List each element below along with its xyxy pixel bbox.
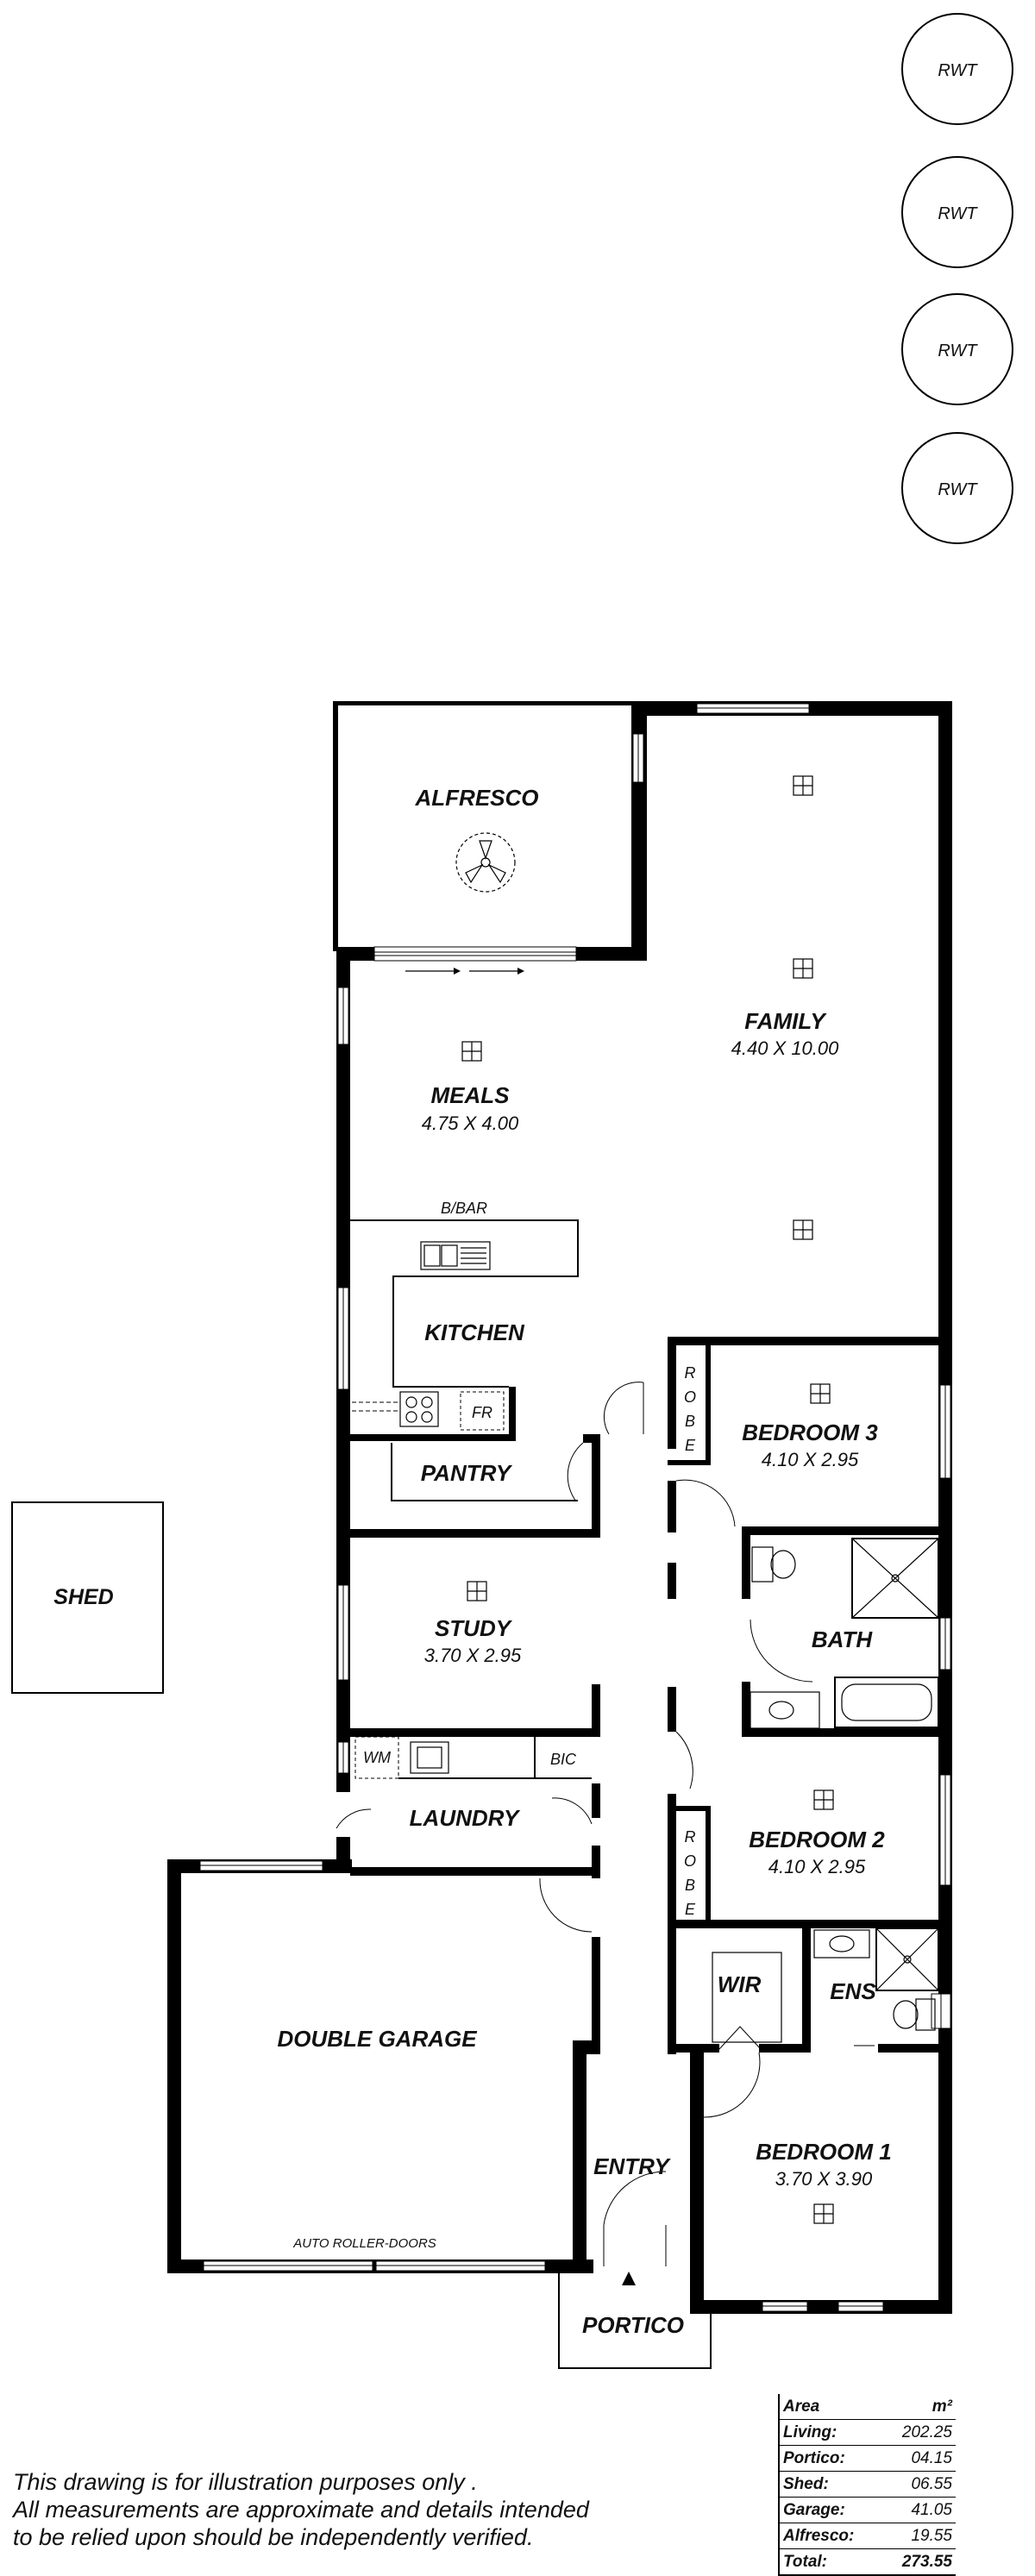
robe-letter: E (685, 1437, 696, 1454)
bedroom3-label: BEDROOM 3 (742, 1420, 878, 1445)
area-row-label: Living: (778, 2419, 881, 2446)
bath-fixtures (750, 1538, 939, 1729)
area-row: Living: 202.25 (778, 2419, 956, 2446)
disclaimer: This drawing is for illustration purpose… (13, 2468, 617, 2551)
rwt-label-2: RWT (938, 204, 978, 223)
family-label: FAMILY (744, 1008, 827, 1034)
meals-label: MEALS (431, 1082, 511, 1108)
pantry-label: PANTRY (421, 1460, 513, 1486)
robe-letter: O (684, 1388, 696, 1406)
disclaimer-line-1: This drawing is for illustration purpose… (13, 2469, 478, 2495)
windows (199, 703, 951, 2312)
kitchen-bench: B/BAR FR (350, 1200, 579, 1431)
area-table: Area m² Living: 202.25 Portico: 04.15 Sh… (778, 2394, 956, 2576)
area-table-header: Area m² (778, 2394, 956, 2420)
rainwater-tank-1: RWT (901, 13, 1013, 125)
pantry-shelf (391, 1443, 578, 1501)
bedroom3-dim: 4.10 X 2.95 (762, 1449, 859, 1470)
door-swings (336, 1382, 875, 2266)
kitchen-label: KITCHEN (424, 1319, 525, 1345)
ceiling-fan-icon (455, 832, 516, 893)
robe-letter: B (685, 1413, 695, 1430)
disclaimer-line-2: All measurements are approximate and det… (13, 2497, 589, 2523)
ensuite-fixtures (712, 1927, 939, 2043)
area-total-row: Total: 273.55 (778, 2548, 956, 2576)
garage-label: DOUBLE GARAGE (277, 2026, 477, 2052)
area-row: Alfresco: 19.55 (778, 2523, 956, 2549)
area-header-label: Area (778, 2394, 881, 2420)
robe-labels-bed3: R O B E (684, 1364, 696, 1454)
robe-letter: O (684, 1852, 696, 1870)
family-dim: 4.40 X 10.00 (731, 1037, 840, 1059)
internal-walls (350, 1337, 952, 2122)
room-labels: ALFRESCO FAMILY 4.40 X 10.00 MEALS 4.75 … (277, 785, 891, 2338)
area-row-value: 202.25 (881, 2419, 956, 2446)
rwt-label-4: RWT (938, 480, 978, 499)
robe-letter: R (685, 1364, 696, 1382)
wir-label: WIR (718, 1971, 762, 1997)
rwt-label-1: RWT (938, 61, 978, 80)
outer-walls (167, 701, 952, 2314)
bedroom2-label: BEDROOM 2 (749, 1827, 885, 1852)
disclaimer-line-3: to be relied upon should be independentl… (13, 2524, 534, 2550)
robe-letter: B (685, 1877, 695, 1894)
rwt-label-3: RWT (938, 342, 978, 360)
roller-doors-label: AUTO ROLLER-DOORS (292, 2236, 436, 2251)
area-row: Portico: 04.15 (778, 2445, 956, 2472)
meals-dim: 4.75 X 4.00 (422, 1113, 519, 1134)
study-dim: 3.70 X 2.95 (424, 1645, 522, 1666)
area-row-label: Shed: (778, 2471, 881, 2498)
study-label: STUDY (435, 1615, 513, 1641)
fridge-label: FR (472, 1404, 492, 1421)
area-row-label: Alfresco: (778, 2523, 881, 2549)
bedroom1-dim: 3.70 X 3.90 (775, 2168, 873, 2190)
shed: SHED (11, 1501, 164, 1694)
entry-label: ENTRY (593, 2153, 671, 2179)
bedroom2-dim: 4.10 X 2.95 (768, 1856, 866, 1877)
portico (558, 2272, 712, 2369)
area-row-value: 19.55 (881, 2523, 956, 2549)
bedroom1-label: BEDROOM 1 (756, 2139, 891, 2165)
laundry-fixtures: WM BIC (354, 1736, 592, 1779)
ens-label: ENS (830, 1978, 876, 2004)
sliding-door (373, 946, 577, 975)
robe-letter: E (685, 1901, 696, 1918)
area-row: Garage: 41.05 (778, 2497, 956, 2523)
area-row-value: 41.05 (881, 2497, 956, 2523)
area-total-label: Total: (778, 2548, 881, 2576)
bath-label: BATH (812, 1626, 874, 1652)
rainwater-tank-3: RWT (901, 293, 1013, 405)
robe-labels-bed2: R O B E (684, 1828, 696, 1918)
rainwater-tank-4: RWT (901, 432, 1013, 544)
area-row-value: 04.15 (881, 2445, 956, 2472)
washer-label: WM (363, 1749, 391, 1766)
area-row-value: 06.55 (881, 2471, 956, 2498)
area-row: Shed: 06.55 (778, 2471, 956, 2498)
portico-label: PORTICO (582, 2312, 684, 2338)
area-header-unit: m² (881, 2394, 956, 2420)
robe-letter: R (685, 1828, 696, 1846)
ceiling-light-icons (461, 775, 834, 2224)
area-row-label: Portico: (778, 2445, 881, 2472)
shed-label: SHED (53, 1585, 113, 1609)
bic-label: BIC (550, 1751, 577, 1768)
rainwater-tank-2: RWT (901, 156, 1013, 268)
bbar-label: B/BAR (441, 1200, 487, 1217)
laundry-label: LAUNDRY (410, 1805, 521, 1831)
area-row-label: Garage: (778, 2497, 881, 2523)
area-total-value: 273.55 (881, 2548, 956, 2576)
alfresco-label: ALFRESCO (415, 785, 539, 811)
